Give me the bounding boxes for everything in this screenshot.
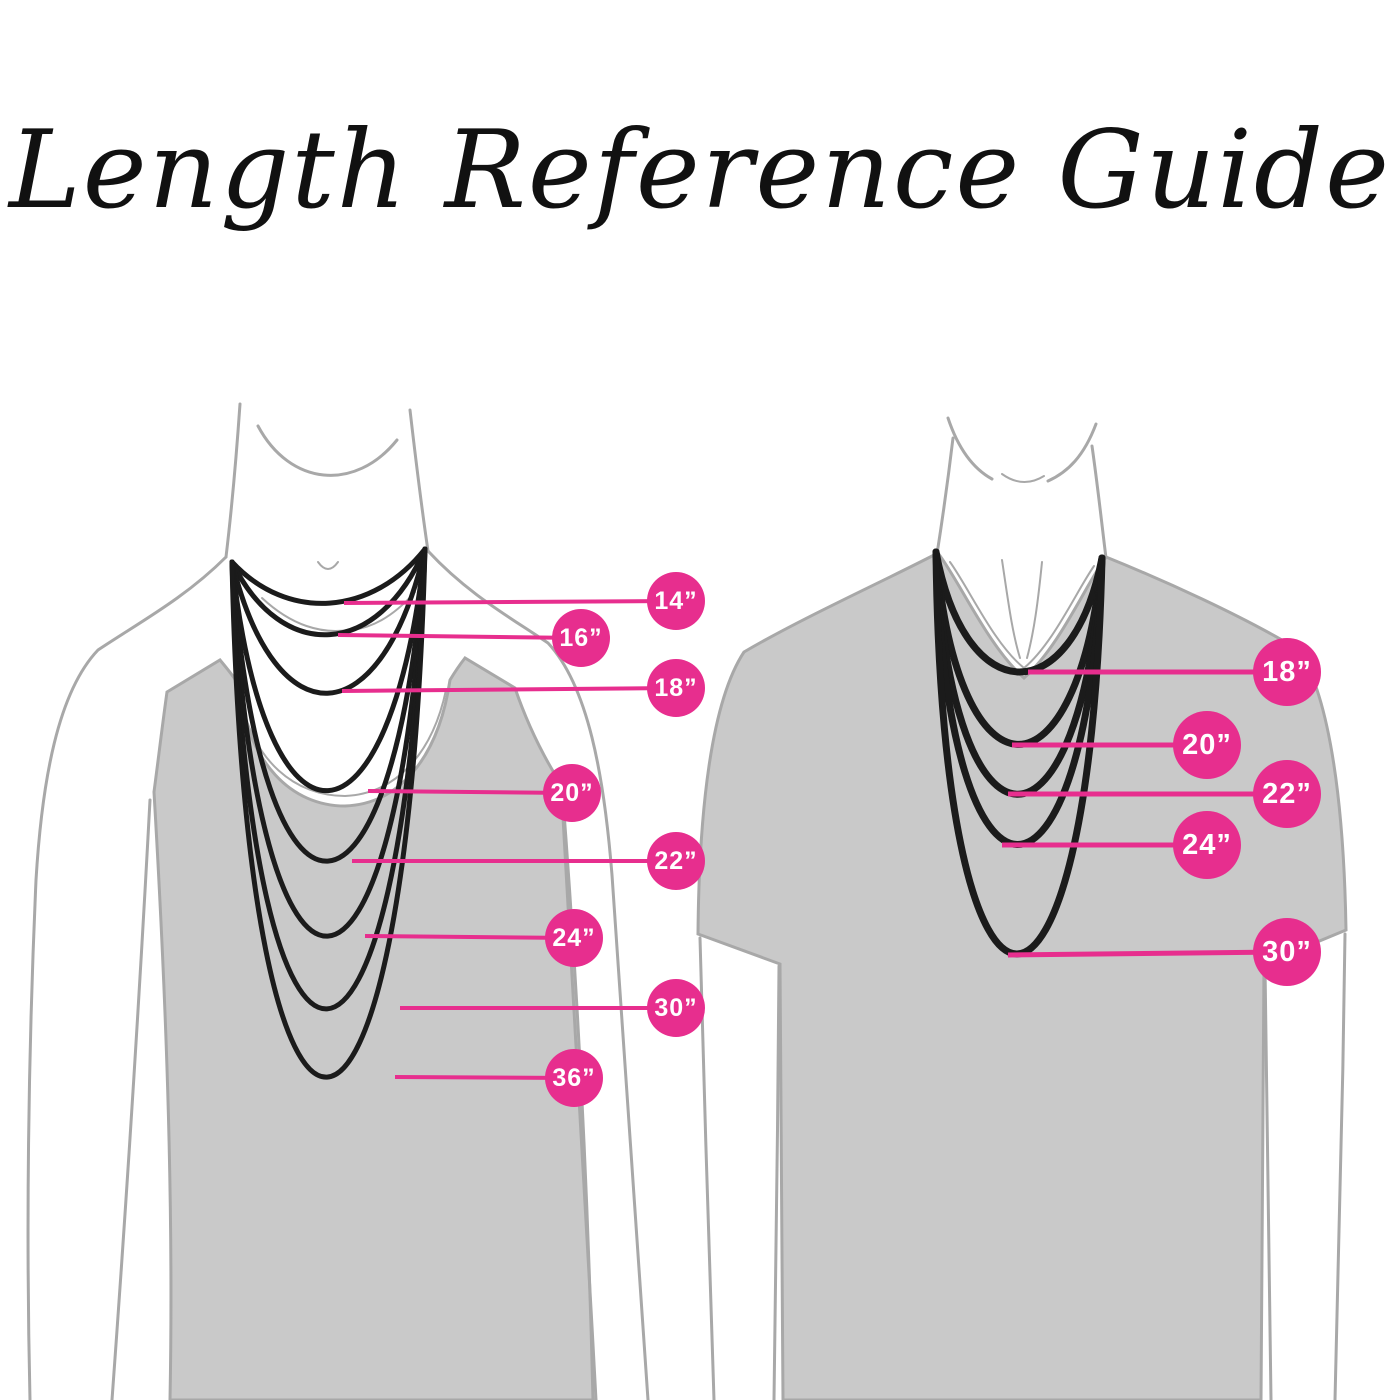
women-necklace-30in bbox=[229, 546, 428, 1012]
men-neck-cord-right bbox=[1026, 561, 1043, 659]
men-arm-right-inner bbox=[1263, 964, 1273, 1400]
women-necklace-24in bbox=[229, 546, 428, 939]
length-badge-women-22in: 22” bbox=[647, 832, 705, 890]
women-figure bbox=[26, 402, 677, 1400]
length-badge-men-18in: 18” bbox=[1253, 638, 1321, 706]
women-necklace-16in bbox=[229, 546, 428, 638]
men-neck-right bbox=[1090, 444, 1108, 560]
length-badge-women-16in: 16” bbox=[552, 609, 610, 667]
women-shoulder-arm-right bbox=[426, 549, 650, 1400]
women-necklace-20in bbox=[229, 546, 428, 794]
men-neck-left bbox=[935, 436, 955, 556]
length-badge-women-14in: 14” bbox=[647, 572, 705, 630]
women-necklace-14in bbox=[229, 546, 428, 606]
men-tshirt bbox=[696, 551, 1348, 1400]
men-hairline-left bbox=[946, 416, 994, 481]
women-tank-top bbox=[152, 656, 595, 1400]
women-throat-notch bbox=[317, 561, 339, 570]
connector-women-24in bbox=[364, 934, 575, 940]
length-badge-men-24in: 24” bbox=[1173, 811, 1241, 879]
women-necklace-18in bbox=[229, 546, 428, 696]
length-badge-women-24in: 24” bbox=[545, 909, 603, 967]
connector-women-14in bbox=[343, 599, 677, 605]
length-badge-women-18in: 18” bbox=[647, 659, 705, 717]
men-necklace-18in bbox=[932, 548, 1106, 676]
men-neck-cord-left bbox=[1001, 559, 1021, 659]
men-vneck-seam bbox=[949, 561, 1095, 670]
women-neck-left bbox=[224, 402, 242, 559]
men-hairline-right bbox=[1046, 422, 1098, 483]
men-arm-left-inner bbox=[772, 964, 781, 1400]
women-shoulder-arm-left bbox=[26, 555, 228, 1400]
connector-women-16in bbox=[337, 633, 582, 640]
women-chin bbox=[256, 424, 399, 477]
length-badge-men-22in: 22” bbox=[1253, 760, 1321, 828]
men-figure bbox=[696, 416, 1348, 1400]
connector-women-20in bbox=[367, 789, 573, 795]
women-necklace-36in bbox=[229, 546, 428, 1080]
length-badge-men-30in: 30” bbox=[1253, 918, 1321, 986]
men-arm-right-outer bbox=[1333, 932, 1347, 1400]
women-neck-right bbox=[408, 408, 430, 553]
page-title: Length Reference Guide bbox=[9, 108, 1391, 233]
connector-women-18in bbox=[341, 686, 677, 693]
length-badge-women-20in: 20” bbox=[543, 764, 601, 822]
connector-men-30in bbox=[1007, 949, 1288, 958]
men-jaw bbox=[1001, 473, 1045, 483]
length-badge-women-36in: 36” bbox=[545, 1049, 603, 1107]
women-necklace-22in bbox=[229, 546, 428, 864]
length-badge-men-20in: 20” bbox=[1173, 711, 1241, 779]
connector-women-36in bbox=[394, 1075, 575, 1080]
length-badge-women-30in: 30” bbox=[647, 979, 705, 1037]
women-inner-arm-left bbox=[110, 798, 152, 1400]
